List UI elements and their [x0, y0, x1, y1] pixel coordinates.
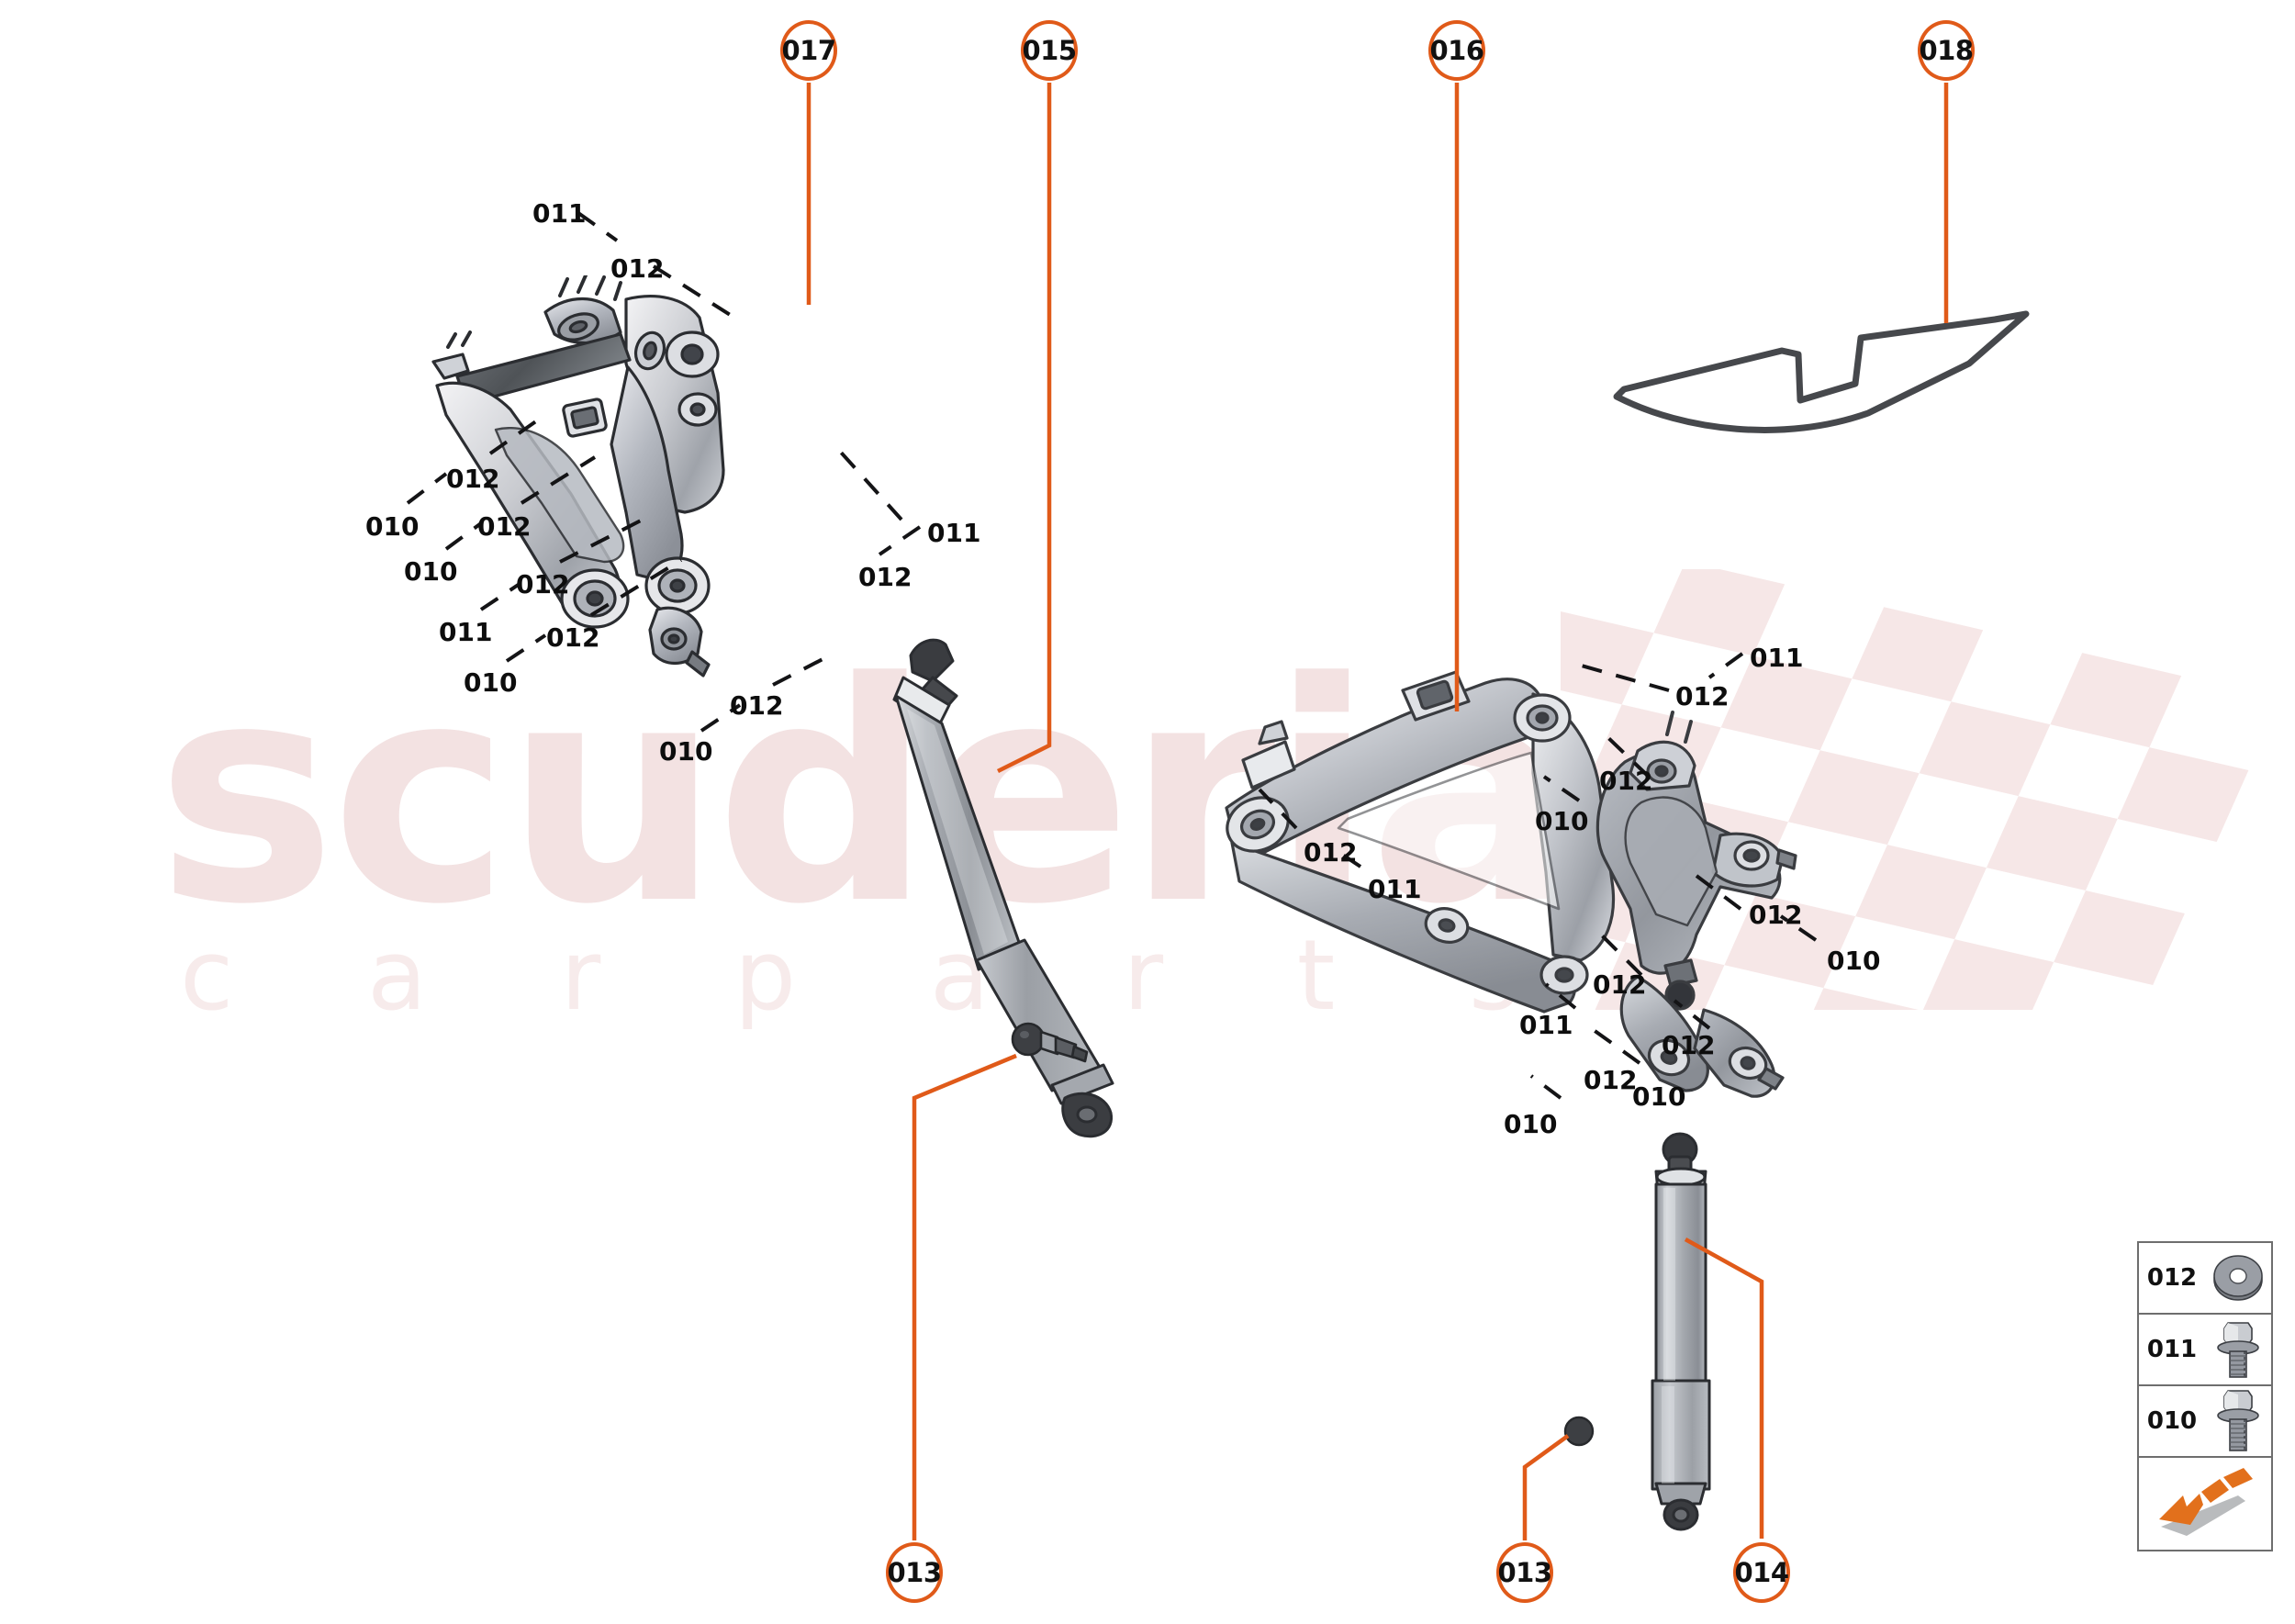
- hardware-label-010: 010: [464, 667, 518, 698]
- part-014-rear-shock-absorber-art: [1651, 1132, 1711, 1531]
- hardware-legend-box: 012 011: [2137, 1241, 2273, 1551]
- part-013-level-sensor-left-art: [1011, 1022, 1089, 1063]
- hardware-label-011: 011: [532, 198, 587, 229]
- bolt-long-icon: [2205, 1386, 2271, 1456]
- washer-icon: [2205, 1243, 2271, 1313]
- hardware-label-010: 010: [365, 511, 420, 542]
- hardware-label-012: 012: [1662, 1030, 1716, 1060]
- legend-number-010: 010: [2146, 1407, 2198, 1435]
- callout-bubble-013[interactable]: 013: [1496, 1542, 1553, 1603]
- hardware-label-010: 010: [404, 556, 458, 587]
- callout-bubble-013[interactable]: 013: [886, 1542, 943, 1603]
- hardware-label-010: 010: [1632, 1081, 1686, 1112]
- hardware-label-011: 011: [927, 518, 981, 548]
- part-013-level-sensor-right-art: [1563, 1416, 1595, 1447]
- hardware-label-012: 012: [1584, 1065, 1638, 1095]
- legend-number-011: 011: [2146, 1336, 2198, 1363]
- part-018-rubber-seal-strip-art: [1613, 310, 2030, 433]
- bolt-short-icon: [2205, 1315, 2271, 1384]
- callout-bubble-018[interactable]: 018: [1918, 20, 1975, 81]
- legend-number-012: 012: [2146, 1264, 2198, 1292]
- callout-bubble-015[interactable]: 015: [1021, 20, 1078, 81]
- callout-bubble-016[interactable]: 016: [1428, 20, 1485, 81]
- legend-row-direction[interactable]: [2139, 1458, 2271, 1550]
- callout-bubble-014[interactable]: 014: [1733, 1542, 1790, 1603]
- hardware-label-012: 012: [446, 464, 500, 494]
- orange-direction-arrow-icon: [2139, 1458, 2271, 1550]
- hardware-label-011: 011: [1368, 874, 1422, 904]
- hardware-label-012: 012: [477, 511, 532, 542]
- hardware-label-010: 010: [1504, 1109, 1558, 1139]
- legend-row-010[interactable]: 010: [2139, 1386, 2271, 1458]
- legend-row-012[interactable]: 012: [2139, 1243, 2271, 1315]
- hardware-label-010: 010: [659, 736, 713, 767]
- legend-row-011[interactable]: 011: [2139, 1315, 2271, 1386]
- hardware-label-011: 011: [439, 617, 493, 647]
- hardware-label-012: 012: [858, 562, 912, 592]
- hardware-label-012: 012: [546, 622, 600, 653]
- hardware-label-011: 011: [1519, 1010, 1573, 1040]
- hardware-label-012: 012: [516, 569, 570, 599]
- callout-bubble-017[interactable]: 017: [780, 20, 837, 81]
